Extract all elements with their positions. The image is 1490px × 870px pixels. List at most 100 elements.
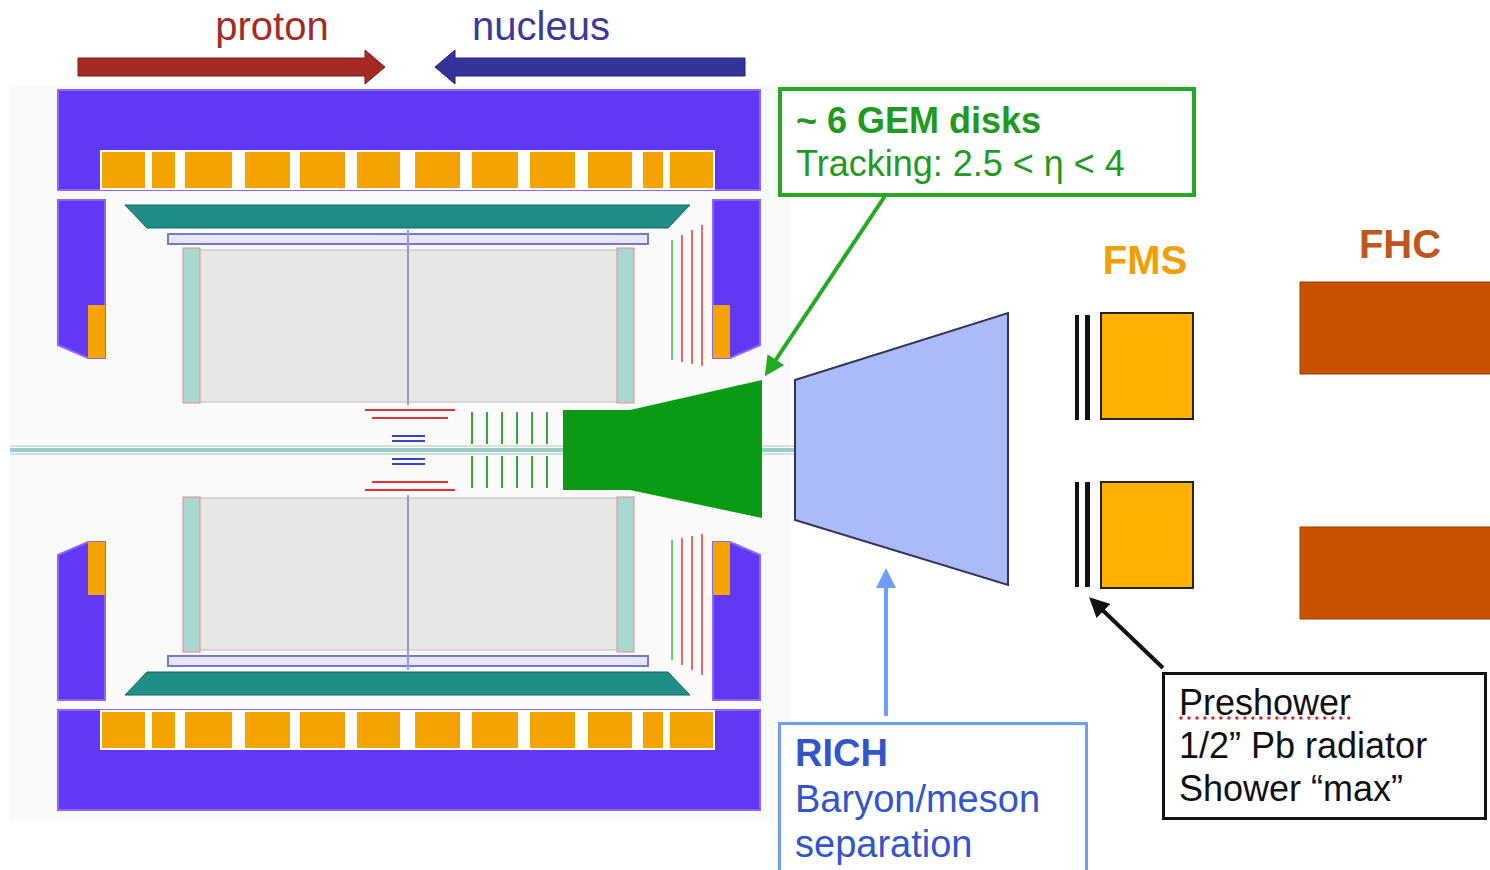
- coil-block: [152, 152, 175, 188]
- tpc-endplate: [183, 497, 200, 652]
- callout-body: 1/2” Pb radiator Shower “max”: [1179, 724, 1470, 810]
- tracker-layer: [365, 409, 455, 411]
- coil-block: [415, 152, 460, 188]
- tpc-endplate: [183, 248, 200, 403]
- coil-block: [472, 712, 518, 748]
- leader-arrow: [1092, 600, 1163, 668]
- strip: [681, 538, 683, 665]
- preshower-layer: [1085, 482, 1090, 587]
- coil-block: [185, 712, 232, 748]
- strip: [671, 240, 673, 360]
- rich-detector: [795, 313, 1008, 585]
- tracker-layer: [372, 481, 448, 483]
- endcap-coil: [713, 305, 730, 358]
- endcap-coil: [88, 305, 105, 358]
- coil-block: [102, 712, 145, 748]
- fhc-calorimeter: [1300, 282, 1490, 374]
- forward-disk: [516, 412, 518, 444]
- preshower-layer: [1075, 315, 1079, 420]
- tracker-layer: [392, 458, 425, 460]
- magnet-yoke: [58, 90, 760, 190]
- central-membrane: [407, 230, 409, 405]
- coil-block: [530, 152, 575, 188]
- callout-body: Tracking: 2.5 < η < 4: [796, 142, 1178, 185]
- barrel-calorimeter: [125, 205, 690, 228]
- coil-block: [588, 152, 632, 188]
- coil-block: [415, 712, 460, 748]
- forward-disk: [531, 412, 533, 444]
- coil-block: [300, 712, 345, 748]
- fms-calorimeter: [1101, 313, 1193, 419]
- coil-block: [643, 712, 663, 748]
- endcap-yoke: [58, 542, 105, 700]
- coil-row: [102, 712, 713, 748]
- detector-ground: [10, 85, 790, 820]
- coil-block: [643, 152, 663, 188]
- tracker-layer: [392, 440, 425, 442]
- forward-disk: [486, 456, 488, 488]
- forward-disk: [531, 456, 533, 488]
- endcap-yoke: [713, 542, 760, 700]
- strip: [691, 230, 693, 364]
- tracker-layer: [365, 489, 455, 491]
- callout-heading: RICH: [795, 731, 1071, 777]
- preshower-callout: Preshower1/2” Pb radiator Shower “max”: [1162, 672, 1487, 820]
- endcap-coil: [713, 542, 730, 595]
- inner-tracker: [365, 410, 455, 490]
- coil-block: [152, 712, 175, 748]
- strip: [701, 225, 703, 366]
- forward-disks: [472, 412, 547, 488]
- fhc-calorimeter: [1300, 527, 1490, 619]
- strip: [701, 534, 703, 675]
- rich-callout: RICHBaryon/meson separation: [778, 722, 1088, 870]
- coil-block: [185, 152, 232, 188]
- coil-block: [670, 152, 713, 188]
- nucleus-beam-arrow: [435, 50, 745, 84]
- detector-label: FHC: [1359, 224, 1441, 264]
- preshower-layer: [1085, 315, 1090, 420]
- strip: [671, 540, 673, 660]
- leader-arrow: [767, 196, 885, 373]
- coil-block: [102, 152, 145, 188]
- tpc-endplate: [617, 497, 634, 652]
- coil-block: [670, 712, 713, 748]
- forward-disk: [546, 456, 548, 488]
- forward-disk: [516, 456, 518, 488]
- coil-block: [472, 152, 518, 188]
- tpc-endplate: [617, 248, 634, 403]
- endcap-yoke: [713, 200, 760, 358]
- coil-gap: [100, 710, 715, 750]
- fms-calorimeter: [1101, 482, 1193, 588]
- tracker-layer: [372, 417, 448, 419]
- callout-heading: ~ 6 GEM disks: [796, 99, 1178, 142]
- forward-disk: [471, 412, 473, 444]
- forward-disk: [546, 412, 548, 444]
- forward-disk: [486, 412, 488, 444]
- callout-body: Baryon/meson separation: [795, 777, 1071, 868]
- coil-block: [530, 712, 575, 748]
- barrel-calorimeter: [125, 672, 690, 695]
- coil-block: [245, 712, 290, 748]
- preshower-layer: [1075, 482, 1079, 587]
- central-membrane: [407, 495, 409, 670]
- leader-arrow: [884, 572, 888, 716]
- detector-label: FMS: [1103, 240, 1187, 280]
- coil-block: [357, 712, 400, 748]
- coil-block: [245, 152, 290, 188]
- gem-callout: ~ 6 GEM disksTracking: 2.5 < η < 4: [778, 87, 1196, 197]
- coil-row: [102, 152, 713, 188]
- coil-block: [357, 152, 400, 188]
- strip: [681, 235, 683, 362]
- magnet-yoke: [58, 710, 760, 810]
- proton-beam-arrow: [78, 50, 385, 84]
- coil-block: [588, 712, 632, 748]
- tracker-layer: [392, 463, 425, 465]
- beam-label: nucleus: [472, 6, 610, 46]
- beam-label: proton: [215, 6, 328, 46]
- coil-block: [300, 152, 345, 188]
- coil-gap: [100, 150, 715, 190]
- forward-disk: [471, 456, 473, 488]
- callout-heading: Preshower: [1179, 681, 1470, 724]
- tracker-layer: [392, 435, 425, 437]
